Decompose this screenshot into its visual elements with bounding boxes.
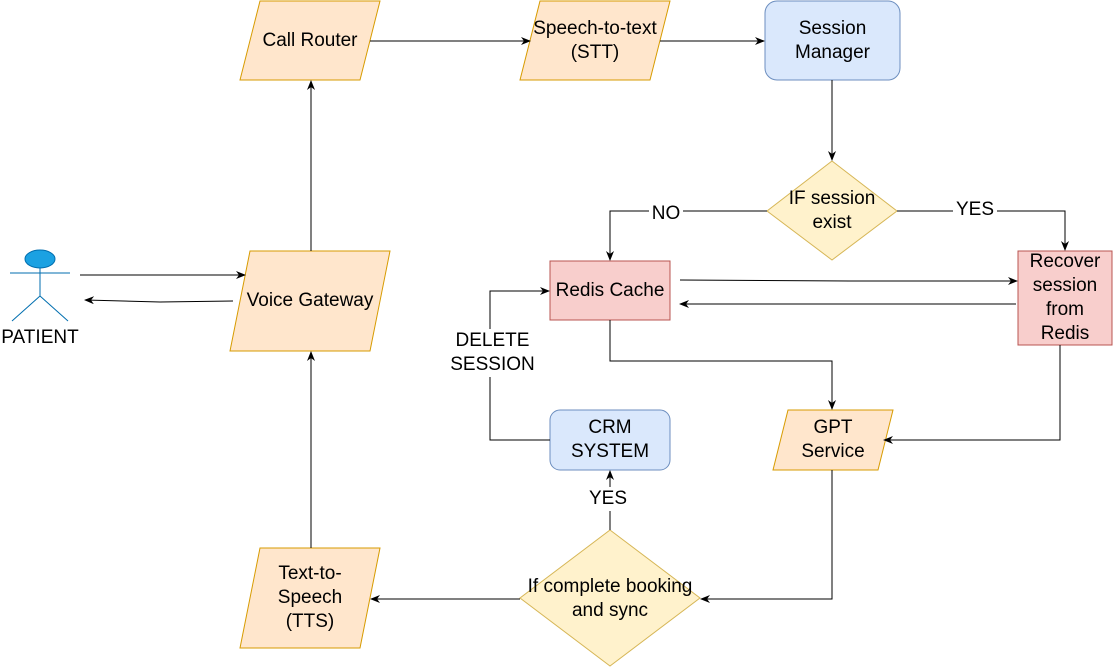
if-complete-label: If complete booking and sync [527, 576, 693, 621]
voice-gateway-shape[interactable] [229, 250, 391, 352]
stt-label: Speech-to-text (STT) [533, 17, 657, 63]
patient-actor-icon[interactable] [10, 249, 70, 322]
if-session-exist-label: IF session exist [788, 187, 876, 233]
session-manager-label: Session Manager [795, 17, 870, 63]
edge-label-yes-complete: YES [585, 487, 631, 511]
edge-recover-gpt [883, 345, 1061, 444]
gpt-service-shape[interactable] [772, 409, 894, 471]
edge-gpt-ifcomplete [700, 470, 833, 603]
edge-label-delete-session: DELETE SESSION [445, 329, 540, 377]
if-complete-shape[interactable] [519, 529, 701, 667]
recover-session-shape[interactable] [1017, 250, 1113, 346]
redis-cache-label: Redis Cache [555, 279, 665, 301]
edge-redis-gpt [609, 320, 836, 410]
edge-redis-recover [679, 277, 1018, 285]
if-session-exist-shape[interactable] [766, 160, 898, 261]
tts-label: Text-to- Speech (TTS) [277, 563, 343, 632]
patient-label: PATIENT [1, 327, 79, 348]
call-router-shape[interactable] [239, 0, 381, 81]
stt-shape[interactable] [519, 0, 671, 81]
edge-label-yes-session: YES [953, 198, 997, 222]
edge-if-no-redis [606, 210, 767, 261]
redis-cache-shape[interactable] [549, 260, 671, 321]
voice-gateway-label: Voice Gateway [246, 290, 374, 311]
tts-shape[interactable] [239, 547, 381, 649]
call-router-label: Call Router [262, 29, 358, 51]
crm-system-label: CRM SYSTEM [570, 417, 650, 462]
gpt-service-label: GPT Service [801, 417, 865, 462]
edge-voice-patient [84, 296, 234, 305]
recover-session-label: Recover session from Redis [1029, 251, 1101, 344]
edge-label-no: NO [649, 202, 683, 226]
